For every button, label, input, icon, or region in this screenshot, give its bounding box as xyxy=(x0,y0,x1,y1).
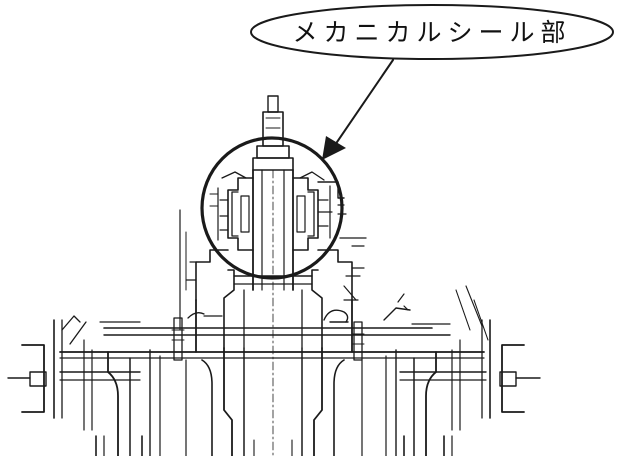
casing-lower xyxy=(185,299,363,456)
shaft xyxy=(252,95,294,456)
guide-lines xyxy=(179,209,489,341)
base-flange xyxy=(59,317,485,361)
callout-label: メカニカルシール部 xyxy=(292,18,571,47)
leader-arrow xyxy=(322,59,394,160)
highlight-circle xyxy=(200,136,344,280)
seal-assembly xyxy=(209,171,347,251)
bottom-stubs xyxy=(95,435,453,456)
callout-bubble xyxy=(250,4,614,60)
casing-upper xyxy=(185,237,411,349)
right-structure xyxy=(385,319,541,456)
callout: メカニカルシール部 xyxy=(250,4,614,60)
left-structure xyxy=(7,315,161,456)
